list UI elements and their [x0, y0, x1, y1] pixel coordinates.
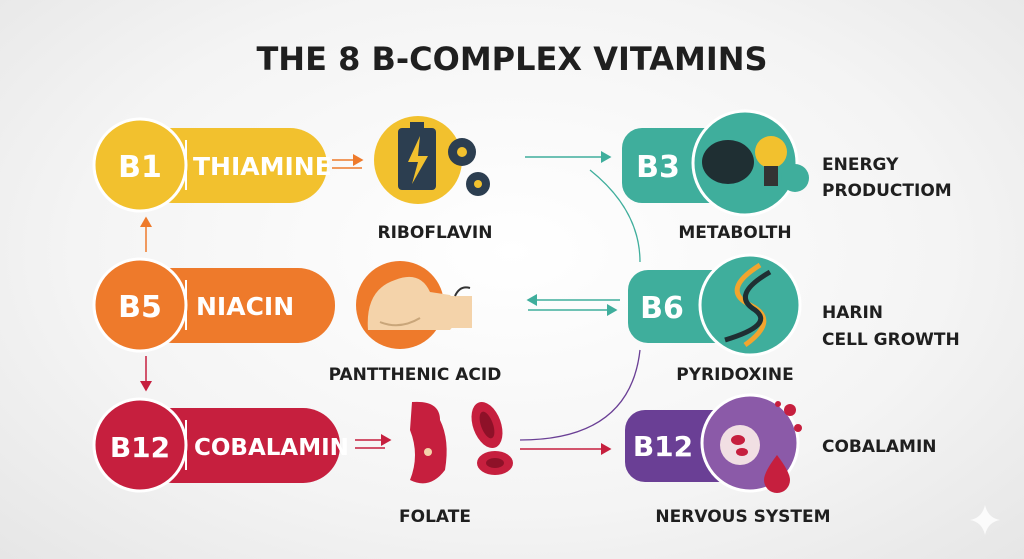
riboflavin-label: RIBOFLAVIN	[378, 223, 493, 243]
vitamin-b5-badge: B5 NIACIN	[92, 257, 335, 353]
muscle-arm-hair-icon	[356, 261, 472, 349]
connector-arrows	[140, 151, 641, 455]
arc-b3-b6	[589, 169, 641, 263]
desc-b12-line1: COBALAMIN	[822, 437, 937, 457]
battery-gears-icon	[374, 116, 490, 204]
vitamin-b3-badge: B3	[622, 109, 809, 217]
page-title: THE 8 B-COMPLEX VITAMINS	[256, 40, 767, 78]
vitamin-name: THIAMINE	[193, 152, 332, 181]
lightbulb-icon	[755, 136, 787, 168]
desc-b6-line1: HARIN	[822, 303, 883, 323]
blood-drop-icon	[764, 455, 790, 493]
vitamin-name: COBALAMIN	[194, 435, 349, 461]
brain-icon	[702, 140, 754, 184]
vitamin-code: B3	[636, 150, 680, 185]
vitamin-code: B5	[118, 290, 162, 325]
pyridoxine-label: PYRIDOXINE	[676, 365, 793, 385]
vitamin-b12-left-badge: B12 COBALAMIN	[92, 397, 349, 493]
desc-b6-line2: CELL GROWTH	[822, 330, 960, 350]
pantothenic-acid-label: PANTTHENIC ACID	[329, 365, 502, 385]
vitamin-code: B6	[640, 291, 684, 326]
desc-b3-line2: PRODUCTIOM	[822, 181, 952, 201]
vitamin-b6-badge: B6	[628, 253, 802, 357]
vitamin-name: NIACIN	[196, 292, 294, 321]
vitamin-code: B1	[118, 150, 162, 185]
folate-blood-cells-icon	[410, 401, 513, 484]
desc-b3-line1: ENERGY	[822, 155, 899, 175]
vitamin-code: B12	[633, 430, 693, 463]
metabolth-label: METABOLTH	[678, 223, 791, 243]
sparkle-icon	[970, 505, 1000, 535]
vitamin-b1-badge: B1 THIAMINE	[92, 117, 332, 213]
vitamin-b12-right-badge: B12	[625, 393, 802, 493]
folate-label: FOLATE	[399, 507, 471, 527]
nervous-system-label: NERVOUS SYSTEM	[655, 507, 830, 527]
arc-b6-b12	[519, 349, 641, 441]
vitamin-code: B12	[110, 431, 170, 464]
